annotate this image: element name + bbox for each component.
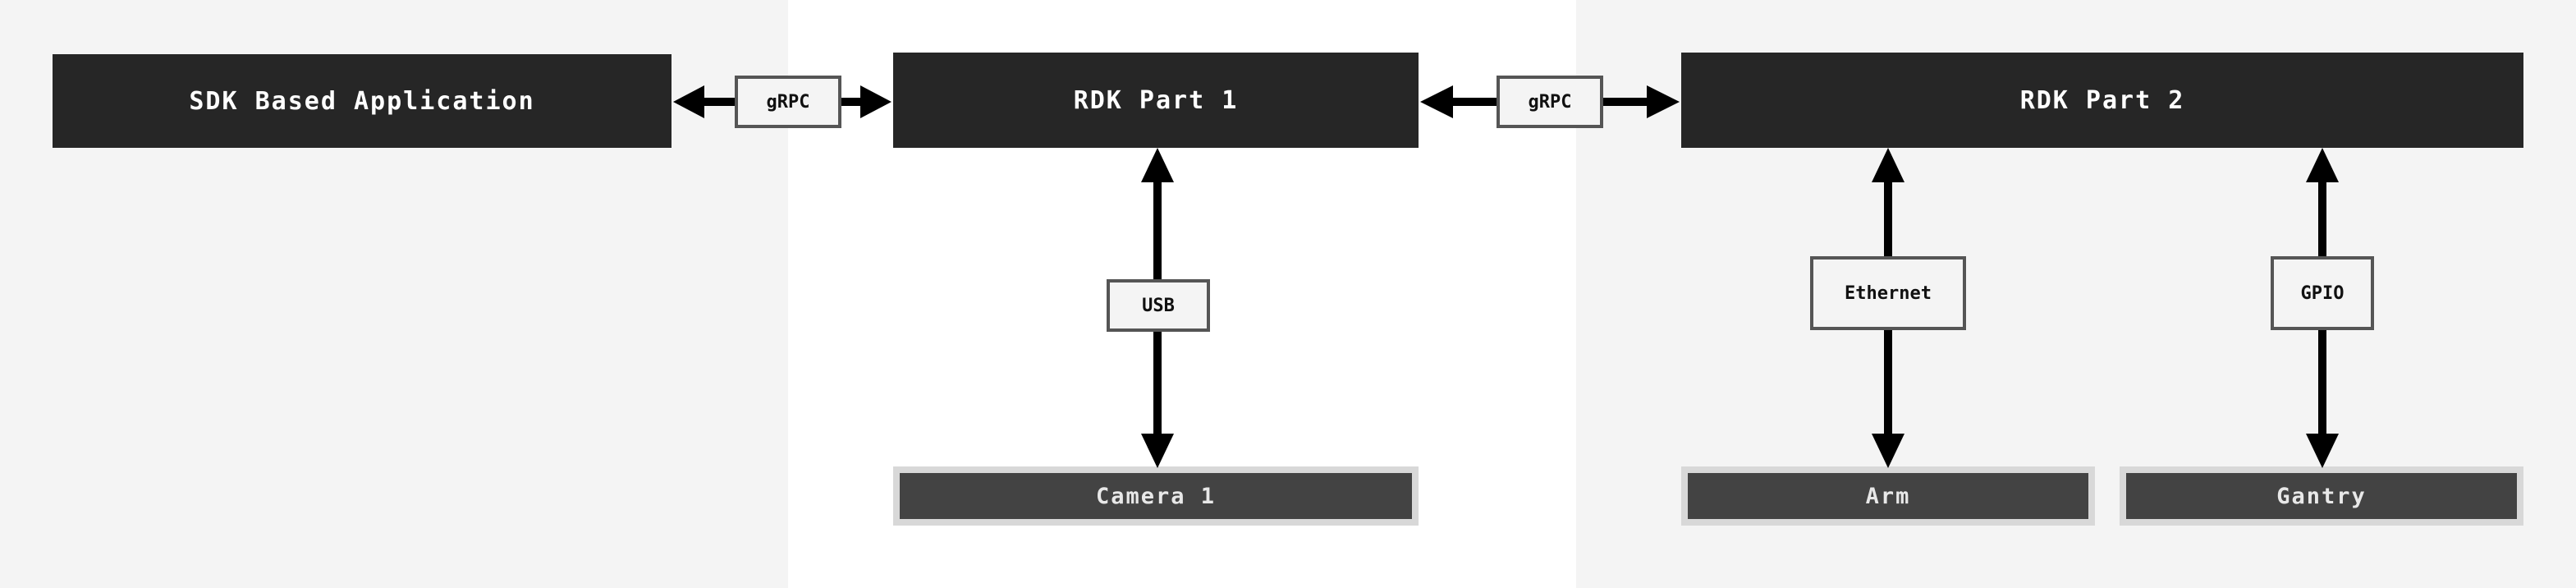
device-label-arm: Arm — [1865, 483, 1911, 509]
device-arm[interactable]: Arm — [1681, 466, 2095, 526]
device-label-gantry: Gantry — [2276, 483, 2367, 509]
connector-label-grpc-right: gRPC — [1528, 91, 1572, 113]
connector-label-ethernet: Ethernet — [1845, 283, 1932, 304]
device-label-camera-1: Camera 1 — [1095, 483, 1217, 509]
arrow-rdk1-to-rdk2 — [1420, 85, 1680, 118]
connector-label-grpc-left: gRPC — [766, 91, 810, 113]
connector-label-usb: USB — [1142, 295, 1175, 316]
node-label-rdk-part-1: RDK Part 1 — [1073, 85, 1239, 115]
node-label-rdk-part-2: RDK Part 2 — [2019, 85, 2185, 115]
node-rdk-part-1[interactable]: RDK Part 1 — [893, 53, 1419, 148]
connector-chip-gpio[interactable]: GPIO — [2271, 256, 2374, 330]
node-label-sdk-based-application: SDK Based Application — [189, 86, 535, 116]
node-rdk-part-2[interactable]: RDK Part 2 — [1681, 53, 2523, 148]
node-sdk-based-application[interactable]: SDK Based Application — [53, 54, 672, 148]
connector-chip-grpc-left[interactable]: gRPC — [735, 76, 841, 128]
device-camera-1[interactable]: Camera 1 — [893, 466, 1419, 526]
connector-chip-ethernet[interactable]: Ethernet — [1810, 256, 1966, 330]
device-gantry[interactable]: Gantry — [2120, 466, 2523, 526]
arrow-sdk-to-rdk1 — [673, 85, 892, 118]
connector-label-gpio: GPIO — [2300, 283, 2345, 304]
connector-chip-grpc-right[interactable]: gRPC — [1497, 76, 1603, 128]
connector-chip-usb[interactable]: USB — [1107, 279, 1210, 332]
